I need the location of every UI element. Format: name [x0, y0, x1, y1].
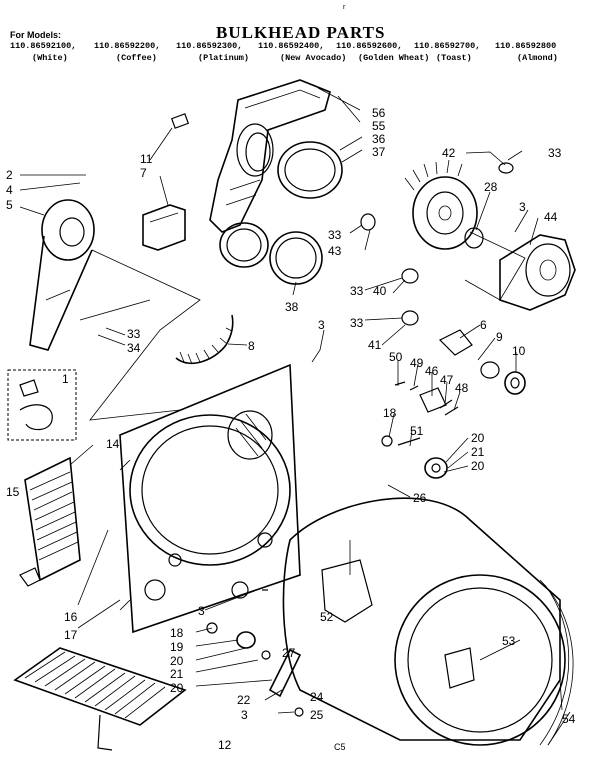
callout-33e: 33	[127, 327, 141, 341]
callout-43: 43	[328, 244, 342, 258]
bulkhead-duct	[209, 79, 331, 233]
callout-22: 22	[237, 693, 251, 707]
callout-56: 56	[372, 106, 386, 120]
callout-4: 4	[6, 183, 13, 197]
callout-53: 53	[502, 634, 516, 648]
callout-18b: 18	[170, 626, 184, 640]
callout-3b: 3	[318, 318, 325, 332]
lint-screen	[13, 647, 187, 751]
callout-52: 52	[320, 610, 334, 624]
callout-33d: 33	[350, 316, 364, 330]
for-models-label: For Models:	[10, 30, 61, 40]
callout-26: 26	[413, 491, 427, 505]
felt-seal-rings	[219, 222, 323, 285]
model-color: (Platinum)	[198, 53, 250, 63]
callout-7: 7	[140, 166, 147, 180]
callout-54: 54	[562, 712, 576, 726]
callout-5: 5	[6, 198, 13, 212]
callout-14: 14	[106, 437, 120, 451]
callout-21a: 21	[471, 445, 485, 459]
callout-6: 6	[480, 318, 487, 332]
heating-element	[19, 456, 81, 587]
model-number: 110.86592200,	[94, 41, 161, 51]
model-color: (Golden Wheat)	[358, 53, 430, 63]
callout-17: 17	[64, 628, 78, 642]
model-color: (Coffee)	[116, 53, 157, 63]
callout-42: 42	[442, 146, 456, 160]
model-number: 110.86592600,	[336, 41, 403, 51]
callout-8: 8	[248, 339, 255, 353]
blower-wheel	[404, 159, 526, 301]
callout-37: 37	[372, 145, 386, 159]
footer-mark: C5	[334, 742, 346, 752]
model-number: 110.86592700,	[414, 41, 481, 51]
model-number: 110.86592300,	[176, 41, 243, 51]
callout-10: 10	[512, 344, 526, 358]
front-bulkhead-panel	[119, 363, 301, 634]
callout-16: 16	[64, 610, 78, 624]
callout-41: 41	[368, 338, 382, 352]
thermostat-bracket	[142, 113, 190, 251]
wire-kit	[7, 369, 77, 441]
callout-46: 46	[425, 364, 439, 378]
top-mark: r	[343, 4, 346, 11]
callout-20a: 20	[471, 431, 485, 445]
callout-49: 49	[410, 356, 424, 370]
callout-38: 38	[285, 300, 299, 314]
callout-34: 34	[127, 341, 141, 355]
duct-hose	[175, 314, 234, 365]
callout-33b: 33	[328, 228, 342, 242]
drive-belt-lines	[79, 249, 201, 421]
motor-housing	[499, 234, 576, 311]
callout-33a: 33	[548, 146, 562, 160]
model-color: (Almond)	[517, 53, 558, 63]
callout-3d: 3	[241, 708, 248, 722]
callout-20d: 20	[170, 681, 184, 695]
callout-27: 27	[282, 646, 296, 660]
callout-20c: 20	[170, 654, 184, 668]
callout-55: 55	[372, 119, 386, 133]
model-color: (New Avocado)	[280, 53, 347, 63]
callout-48: 48	[455, 381, 469, 395]
callout-9: 9	[496, 330, 503, 344]
callout-15: 15	[6, 485, 20, 499]
callout-11: 11	[140, 152, 153, 166]
callout-20b: 20	[471, 459, 485, 473]
callout-25: 25	[310, 708, 324, 722]
leader-lines	[19, 87, 571, 746]
callout-28: 28	[484, 180, 498, 194]
callout-12: 12	[218, 738, 232, 752]
callout-51: 51	[410, 424, 424, 438]
callout-18a: 18	[383, 406, 397, 420]
callout-3a: 3	[519, 200, 526, 214]
idler-arm	[29, 199, 95, 351]
callout-40: 40	[373, 284, 387, 298]
seal-ring	[277, 141, 343, 199]
callout-50: 50	[389, 350, 403, 364]
callout-36: 36	[372, 132, 386, 146]
callout-3c: 3	[198, 604, 205, 618]
model-color: (White)	[32, 53, 68, 63]
model-color: (Toast)	[436, 53, 472, 63]
callout-24: 24	[310, 690, 324, 704]
model-number: 110.86592800	[495, 41, 557, 51]
page-title: BULKHEAD PARTS	[216, 23, 386, 42]
drum	[282, 497, 574, 746]
callout-33c: 33	[350, 284, 364, 298]
model-number: 110.86592100,	[10, 41, 77, 51]
callout-21b: 21	[170, 667, 184, 681]
callout-19: 19	[170, 640, 184, 654]
callout-44: 44	[544, 210, 558, 224]
callout-1: 1	[62, 372, 69, 386]
callout-47: 47	[440, 373, 454, 387]
callout-2: 2	[6, 168, 13, 182]
model-number: 110.86592400,	[258, 41, 325, 51]
